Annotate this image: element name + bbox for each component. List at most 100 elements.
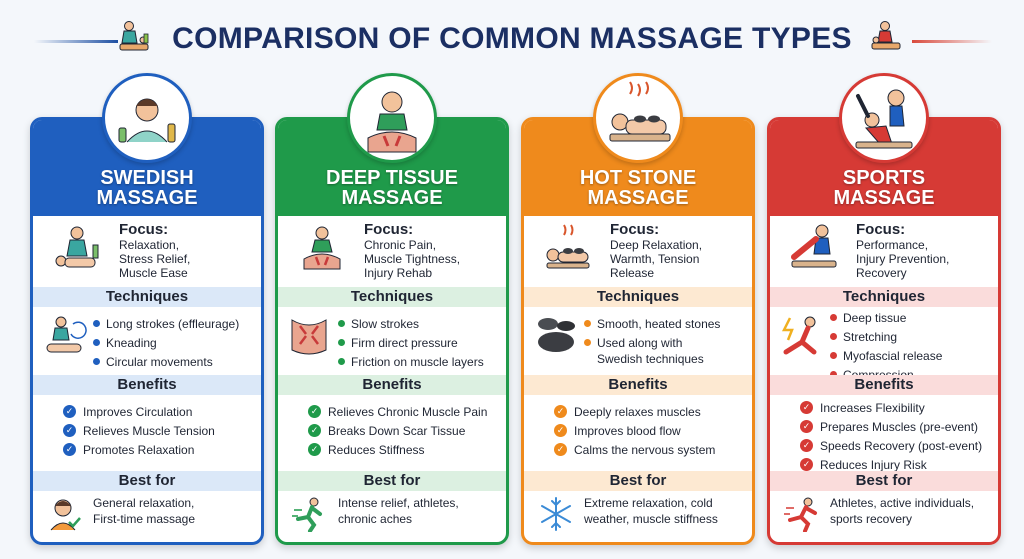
benefit-item: ✓Improves Circulation (63, 404, 259, 420)
massage-person-icon (118, 20, 150, 54)
best-for-line: chronic aches (338, 512, 413, 526)
techniques-heading: Techniques (770, 287, 998, 307)
benefit-item: ✓ Promotes Relaxation (63, 442, 259, 458)
focus-line: Relaxation, (119, 238, 180, 252)
deep-tissue-hands-icon (298, 223, 348, 273)
benefit-item: ✓Speeds Recovery (post-event) (800, 438, 996, 454)
benefit-text: Improves Circulation (83, 405, 193, 419)
best-for-heading: Best for (524, 471, 752, 491)
focus-line: Warmth, Tension (610, 252, 700, 266)
card-title-line: MASSAGE (96, 187, 198, 209)
technique-item: Stretching (830, 329, 996, 345)
focus-line: Deep Relaxation, (610, 238, 703, 252)
check-icon: ✓ (308, 443, 321, 456)
focus-line: Muscle Tightness, (364, 252, 461, 266)
assisted-stretch-icon (839, 73, 929, 163)
card-title-line: SPORTS (842, 167, 926, 189)
benefit-text: Deeply relaxes muscles (574, 405, 701, 419)
benefit-item: ✓Deeply relaxes muscles (554, 404, 750, 420)
focus-text: Performance,Injury Prevention,Recovery (856, 238, 992, 280)
technique-text: Slow strokes (351, 317, 420, 331)
best-for-line: weather, muscle stiffness (584, 512, 718, 526)
massage-table-icon (870, 20, 902, 54)
card-title: HOT STONE MASSAGE (524, 168, 752, 208)
muscle-layers-pressure-icon (288, 314, 332, 358)
card-title: SPORTS MASSAGE (770, 168, 998, 208)
benefit-item: ✓Improves blood flow (554, 423, 750, 439)
bullet-dot-icon (584, 320, 591, 327)
benefit-text: Reduces Stiffness (328, 443, 425, 457)
technique-text: Swedish techniques (597, 352, 704, 366)
therapist-deep-pressure-icon (347, 73, 437, 163)
technique-text: Firm direct pressure (351, 336, 458, 350)
technique-item: Kneading (93, 335, 259, 351)
bullet-dot-icon (93, 320, 100, 327)
technique-item: Slow strokes (338, 316, 504, 332)
benefits-heading: Benefits (770, 375, 998, 395)
technique-text: Friction on muscle layers (351, 355, 484, 369)
techniques-heading: Techniques (33, 287, 261, 307)
bullet-dot-icon (830, 371, 837, 378)
bullet-dot-icon (830, 314, 837, 321)
focus-text: Relaxation,Stress Relief,Muscle Ease (119, 238, 255, 280)
card-title-line: SWEDISH (100, 167, 194, 189)
benefit-text: Relieves Muscle Tension (83, 424, 215, 438)
benefit-item: ✓Increases Flexibility (800, 400, 996, 416)
best-for-heading: Best for (33, 471, 261, 491)
bullet-dot-icon (830, 352, 837, 359)
best-for-heading: Best for (770, 471, 998, 491)
card-deep: DEEP TISSUE MASSAGE Focus: Chronic Pain,… (275, 117, 509, 545)
check-icon: ✓ (554, 443, 567, 456)
card-swedish: SWEDISH MASSAGE Focus: Relaxation,Stress… (30, 117, 264, 545)
best-for-text: Athletes, active individuals,sports reco… (830, 495, 994, 527)
therapist-relaxing-massage-icon (53, 223, 103, 273)
best-for-text: General relaxation,First-time massage (93, 495, 257, 527)
header: COMPARISON OF COMMON MASSAGE TYPES (0, 14, 1024, 64)
benefits-list: ✓ Relieves Chronic Muscle Pain ✓ Breaks Dow… (308, 404, 504, 461)
card-title: DEEP TISSUE MASSAGE (278, 168, 506, 208)
hot-stones-back-icon (593, 73, 683, 163)
technique-text: Myofascial release (843, 349, 943, 363)
card-title: SWEDISH MASSAGE (33, 168, 261, 208)
card-title-line: HOT STONE (579, 167, 697, 189)
technique-item: Myofascial release (830, 348, 996, 364)
technique-text: Kneading (106, 336, 157, 350)
best-for-line: Athletes, active individuals, (830, 496, 975, 510)
best-for-text: Extreme relaxation, cold weather, muscle … (584, 495, 748, 527)
benefit-text: Promotes Relaxation (83, 443, 195, 457)
check-icon: ✓ (308, 424, 321, 437)
benefits-heading: Benefits (278, 375, 506, 395)
focus-line: Release (610, 266, 655, 280)
benefit-text: Relieves Chronic Muscle Pain (328, 405, 488, 419)
best-for-line: General relaxation, (93, 496, 195, 510)
benefit-text: Prepares Muscles (pre-event) (820, 420, 979, 434)
sprinter-icon (784, 496, 820, 532)
technique-text: Long strokes (effleurage) (106, 317, 240, 331)
card-title-line: MASSAGE (587, 187, 689, 209)
technique-text: Stretching (843, 330, 898, 344)
best-for-line: Extreme relaxation, cold (584, 496, 713, 510)
benefit-item: ✓ Breaks Down Scar Tissue (308, 423, 504, 439)
benefit-text: Breaks Down Scar Tissue (328, 424, 466, 438)
focus-line: Muscle Ease (119, 266, 188, 280)
technique-text: Smooth, heated stones (597, 317, 721, 331)
best-for-text: Intense relief, athletes,chronic aches (338, 495, 502, 527)
benefits-heading: Benefits (33, 375, 261, 395)
technique-item: Friction on muscle layers (338, 354, 504, 370)
check-icon: ✓ (800, 439, 813, 452)
benefit-item: ✓ Relieves Chronic Muscle Pain (308, 404, 504, 420)
benefits-list: ✓Increases Flexibility ✓ Prepares Muscles … (800, 400, 996, 476)
check-icon: ✓ (308, 405, 321, 418)
card-title-line: DEEP TISSUE (326, 167, 458, 189)
best-for-heading: Best for (278, 471, 506, 491)
leg-stretch-icon (790, 223, 840, 273)
heated-stones-relaxing-icon (544, 223, 594, 273)
check-icon: ✓ (63, 443, 76, 456)
page-title: COMPARISON OF COMMON MASSAGE TYPES (172, 22, 852, 55)
technique-item: Smooth, heated stones (584, 316, 750, 332)
focus-label: Focus: (856, 221, 906, 238)
card-title-line: MASSAGE (833, 187, 935, 209)
